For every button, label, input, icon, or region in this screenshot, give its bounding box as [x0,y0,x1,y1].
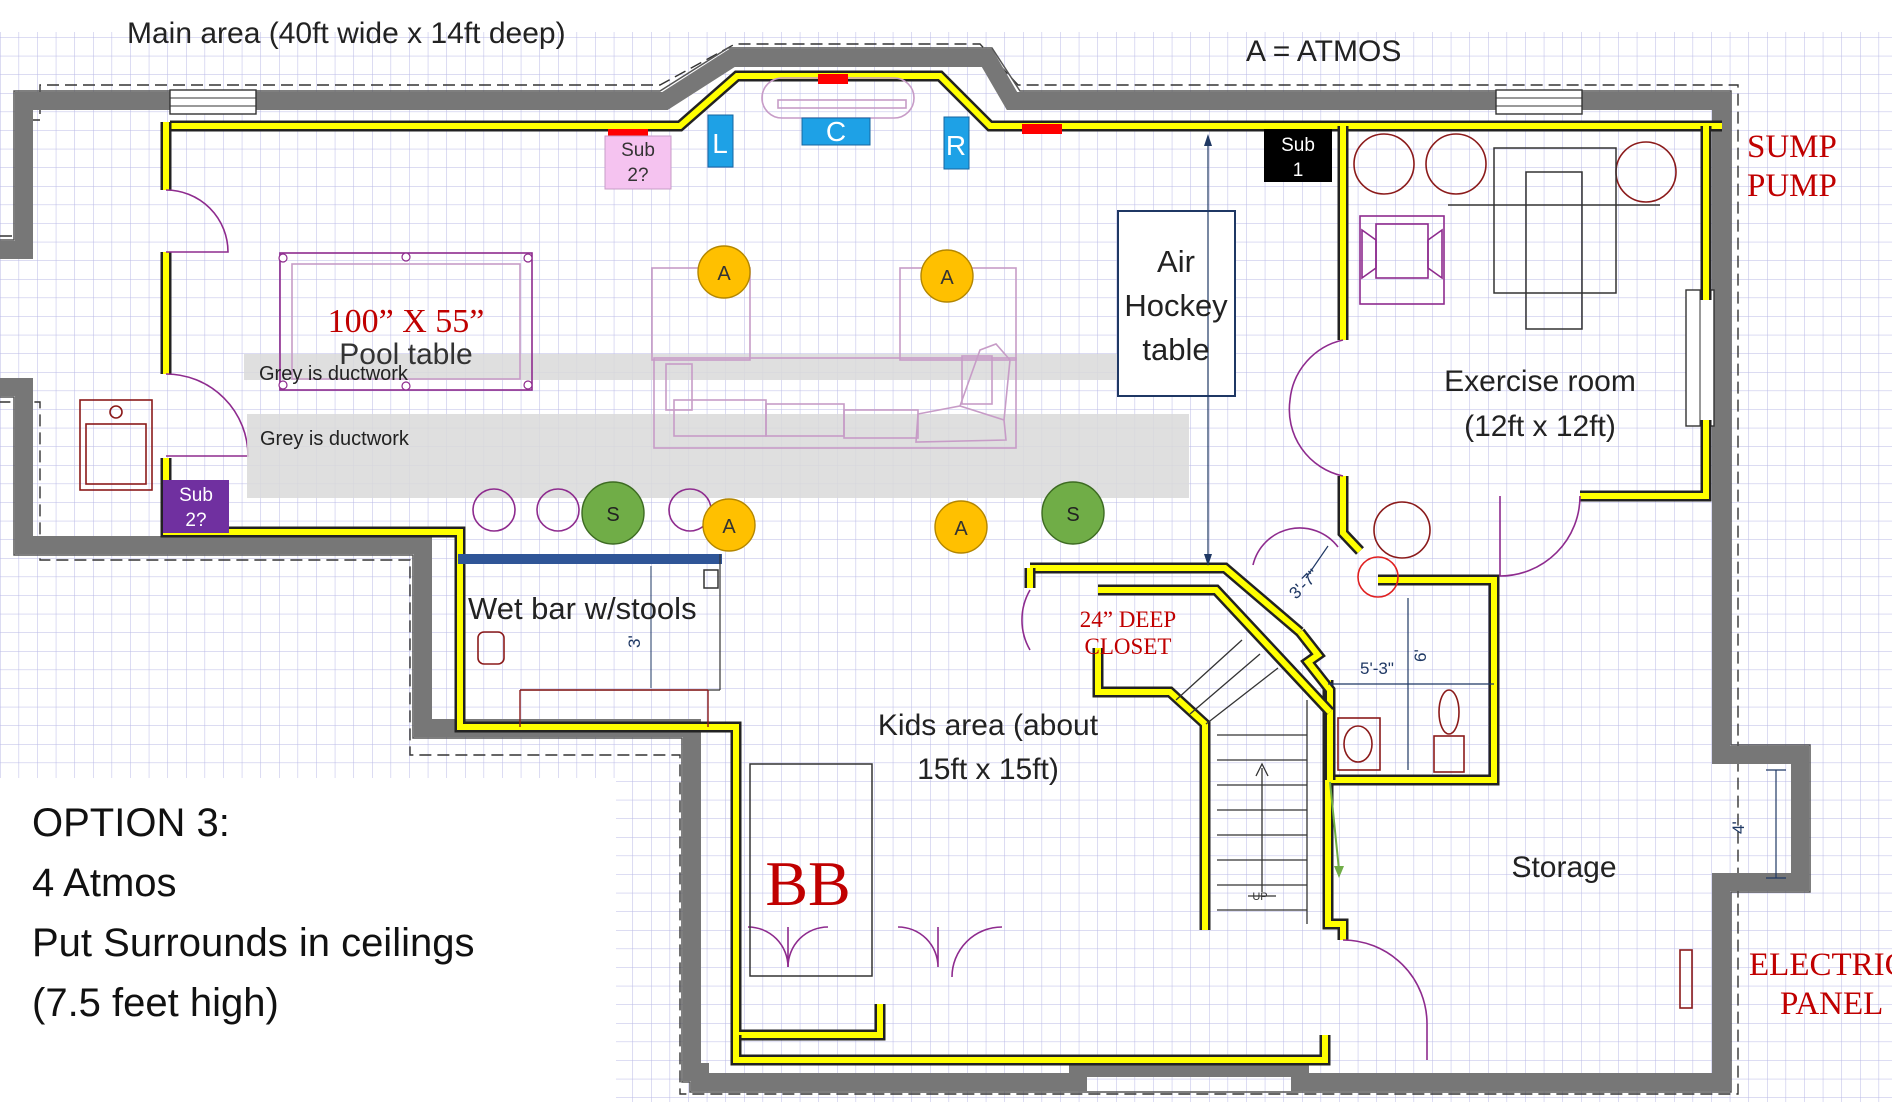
svg-text:S: S [1066,504,1079,526]
ductwork-label-2: Grey is ductwork [260,428,410,450]
atmos-speaker-1: A [697,245,751,299]
dim-5-3: 5'-3" [1360,659,1394,678]
pool-table-label: Pool table [339,338,472,371]
option-note-background [0,778,616,1102]
ductwork-2 [247,414,1189,498]
wet-bar-counter [458,554,722,564]
bunk-bed-label: BB [765,848,850,919]
air-hockey-table [1117,210,1236,397]
washer [79,399,153,491]
air-hockey-label-3: table [1142,332,1209,367]
atmos-speaker-3: A [702,498,756,552]
option-note-line-2: 4 Atmos [32,861,177,905]
option-note-line-1: OPTION 3: [32,801,230,845]
dim-4: 4' [1729,821,1748,834]
atmos-speaker-2: A [920,249,974,303]
subwoofer-2-pink: Sub 2? [604,135,672,190]
option-note-line-3: Put Surrounds in ceilings [32,921,474,965]
wall-vent-left [608,129,648,139]
exercise-room-label-1: Exercise room [1444,365,1636,398]
pool-dims-label: 100” X 55” [328,303,485,340]
surround-speaker-2: S [1041,481,1105,545]
sump-pump-label-2: PUMP [1747,168,1837,204]
doors [165,189,1581,1060]
svg-text:C: C [826,116,846,147]
dim-3ft: 3' [625,635,644,648]
svg-text:Sub: Sub [179,485,213,506]
surround-speaker-1: S [581,481,645,545]
air-hockey-label-1: Air [1157,244,1195,279]
svg-text:1: 1 [1293,160,1304,181]
atmos-legend: A = ATMOS [1246,35,1401,68]
bunk-bed [749,763,873,977]
closet-label-2: CLOSET [1085,634,1172,659]
electric-panel-label-1: ELECTRIC [1749,947,1892,983]
option-note-line-4: (7.5 feet high) [32,981,279,1025]
svg-text:2?: 2? [185,510,206,531]
exercise-equipment [1353,133,1677,598]
dim-6: 6' [1411,649,1430,662]
subwoofer-1: Sub 1 [1264,129,1332,182]
exercise-room-label-2: (12ft x 12ft) [1464,410,1616,443]
wall-vent-right [1022,124,1062,134]
electric-panel-box [1679,949,1693,1009]
sump-pump-label-1: SUMP [1747,129,1837,165]
bathroom-fixtures [1337,689,1465,773]
kids-area-label-1: Kids area (about [878,709,1099,742]
stairs-up-label: UP [1252,891,1267,903]
speaker-center: C [801,116,871,147]
kids-area-label-2: 15ft x 15ft) [917,753,1059,786]
svg-text:A: A [722,516,736,538]
svg-text:A: A [940,267,954,289]
svg-text:A: A [954,518,968,540]
svg-text:L: L [712,128,728,159]
foundation-outline [0,43,1739,1095]
ductwork-label-1: Grey is ductwork [259,363,409,385]
air-hockey-label-2: Hockey [1124,288,1228,323]
speaker-left: L [707,114,734,168]
subwoofer-2-purple: Sub 2? [163,480,229,533]
speaker-right: R [943,116,970,170]
svg-text:Sub: Sub [1281,135,1315,156]
tv-indicator [818,74,848,84]
svg-text:S: S [606,504,619,526]
stairs [1175,639,1308,924]
atmos-speaker-4: A [934,500,988,554]
electric-panel-label-2: PANEL [1780,986,1883,1022]
closet-label-1: 24” DEEP [1080,607,1176,632]
window-right [1495,89,1583,115]
storage-label: Storage [1511,851,1616,884]
svg-text:A: A [717,263,731,285]
main-area-label: Main area (40ft wide x 14ft deep) [127,17,566,50]
svg-text:2?: 2? [627,165,648,186]
window-left [169,89,257,115]
svg-text:R: R [946,130,966,161]
wet-bar-label: Wet bar w/stools [468,591,697,626]
svg-text:Sub: Sub [621,140,655,161]
